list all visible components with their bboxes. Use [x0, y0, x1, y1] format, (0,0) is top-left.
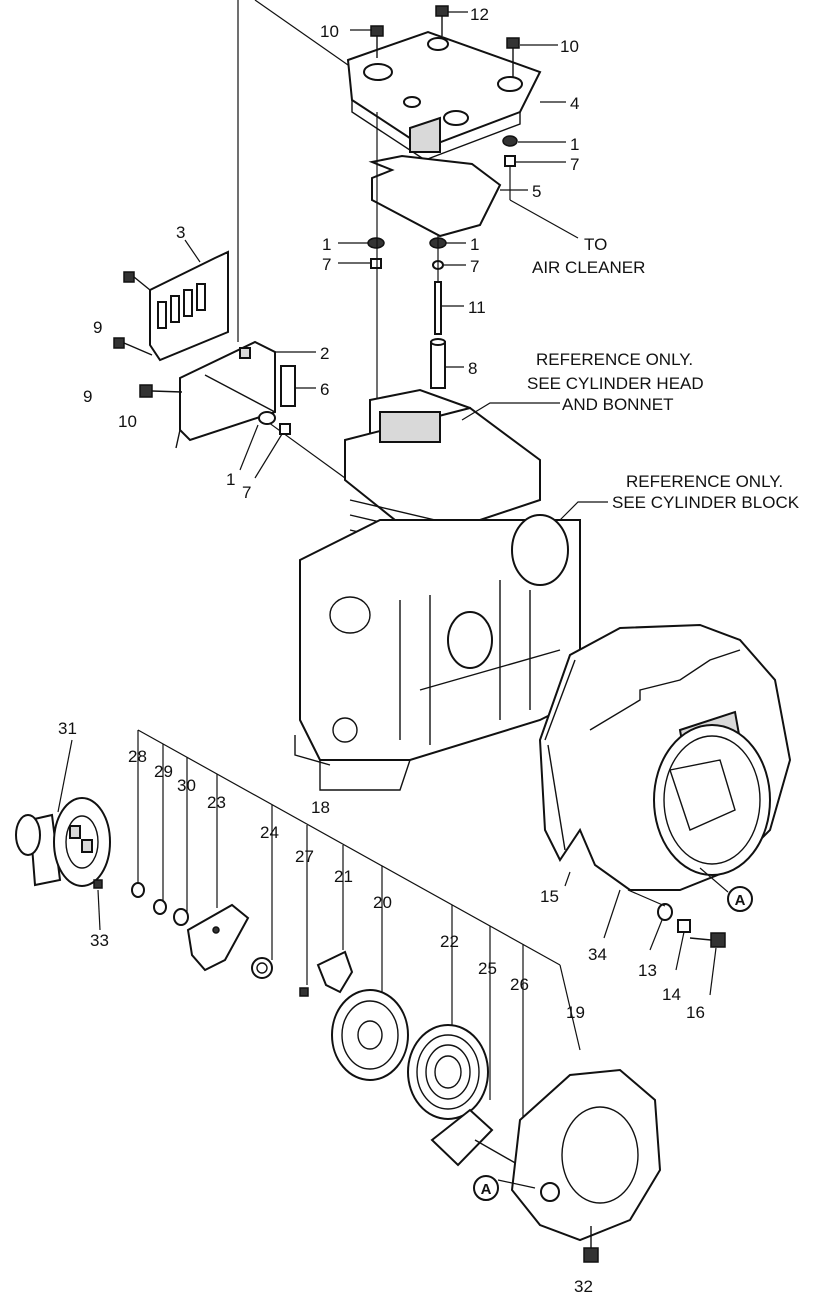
washer-13	[657, 903, 673, 921]
spacer-7-side	[279, 423, 291, 435]
pin-27	[299, 987, 309, 997]
starter-cup	[15, 797, 111, 887]
washer-1-side	[258, 411, 276, 425]
spiral-spring-22	[407, 1024, 489, 1120]
pipe-8	[430, 338, 446, 389]
ratchet-21	[316, 950, 354, 994]
label-11: 11	[468, 298, 486, 317]
starter-case-19	[510, 1068, 662, 1242]
label-15: 15	[540, 887, 559, 906]
label-8: 8	[468, 359, 477, 378]
label-7: 7	[470, 257, 479, 276]
fan-shroud	[538, 623, 792, 891]
side-cover-2	[175, 340, 276, 449]
friction-plate-23	[186, 903, 250, 972]
svg-text:A: A	[481, 1181, 492, 1198]
svg-text:REFERENCE ONLY.: REFERENCE ONLY.	[536, 350, 693, 369]
label-1: 1	[226, 470, 235, 489]
label-26: 26	[510, 975, 529, 994]
label-10: 10	[118, 412, 137, 431]
gasket	[368, 154, 502, 238]
note-reference-cylinder-head: REFERENCE ONLY. SEE CYLINDER HEAD AND BO…	[527, 350, 704, 414]
label-24: 24	[260, 823, 279, 842]
svg-text:AIR CLEANER: AIR CLEANER	[532, 258, 645, 277]
label-9: 9	[83, 387, 92, 406]
label-14: 14	[662, 985, 681, 1004]
starter-assembly-leader	[137, 729, 581, 1130]
label-25: 25	[478, 959, 497, 978]
left-cover-3	[149, 250, 229, 362]
bolt-9-lower	[113, 337, 153, 356]
stud-11	[434, 281, 442, 335]
washer-30	[173, 908, 189, 926]
label-30: 30	[177, 776, 196, 795]
label-leaders	[57, 11, 717, 996]
label-10: 10	[320, 22, 339, 41]
bolt-9-upper	[123, 271, 151, 291]
label-34: 34	[588, 945, 607, 964]
svg-text:SEE CYLINDER HEAD: SEE CYLINDER HEAD	[527, 374, 704, 393]
spring-24	[251, 957, 273, 979]
label-12: 12	[470, 5, 489, 24]
collar-14	[677, 919, 691, 933]
label-29: 29	[154, 762, 173, 781]
label-13: 13	[638, 961, 657, 980]
svg-text:AND BONNET: AND BONNET	[562, 395, 673, 414]
top-cover-plate	[346, 30, 542, 161]
nut-12	[435, 5, 449, 36]
label-7: 7	[570, 155, 579, 174]
label-10: 10	[560, 37, 579, 56]
washer-28	[131, 882, 145, 898]
label-27: 27	[295, 847, 314, 866]
bolt-16	[689, 932, 726, 948]
label-28: 28	[128, 747, 147, 766]
spacer-6	[280, 365, 296, 407]
engine-block-reference	[294, 388, 581, 791]
label-19: 19	[566, 1003, 585, 1022]
label-1: 1	[322, 235, 331, 254]
note-to-air-cleaner: TO AIR CLEANER	[532, 235, 645, 277]
washer-29	[153, 899, 167, 915]
washer-1-top-right	[502, 135, 518, 147]
bolt-10-side	[139, 384, 183, 398]
label-21: 21	[334, 867, 353, 886]
label-32: 32	[574, 1277, 593, 1296]
label-20: 20	[373, 893, 392, 912]
svg-text:TO: TO	[584, 235, 607, 254]
svg-text:SEE CYLINDER BLOCK: SEE CYLINDER BLOCK	[612, 493, 800, 512]
label-3: 3	[176, 223, 185, 242]
label-22: 22	[440, 932, 459, 951]
marker-a-fan-shroud: A	[699, 867, 753, 912]
label-6: 6	[320, 380, 329, 399]
washer-1-mid-left	[367, 237, 385, 249]
label-31: 31	[58, 719, 77, 738]
label-23: 23	[207, 793, 226, 812]
label-7: 7	[242, 483, 251, 502]
label-7: 7	[322, 255, 331, 274]
label-1: 1	[570, 135, 579, 154]
label-9: 9	[93, 318, 102, 337]
label-4: 4	[570, 94, 579, 113]
svg-text:REFERENCE ONLY.: REFERENCE ONLY.	[626, 472, 783, 491]
bolt-10-right	[506, 37, 520, 78]
part-labels: 10 12 10 4 1 7 5 1 1 7 7 11 8 3 9 9 10 2…	[58, 5, 705, 1296]
screw-33	[93, 879, 103, 889]
bolt-10-left	[370, 25, 384, 58]
label-16: 16	[686, 1003, 705, 1022]
svg-text:A: A	[735, 892, 746, 909]
spacer-7-mid-left	[370, 258, 382, 269]
label-33: 33	[90, 931, 109, 950]
label-2: 2	[320, 344, 329, 363]
label-5: 5	[532, 182, 541, 201]
label-18: 18	[311, 798, 330, 817]
note-reference-cylinder-block: REFERENCE ONLY. SEE CYLINDER BLOCK	[612, 472, 800, 512]
reel-20	[331, 989, 409, 1081]
label-1: 1	[470, 235, 479, 254]
marker-a-starter: A	[473, 1175, 536, 1201]
spacer-7-top-right	[504, 155, 516, 167]
bolt-32	[583, 1226, 599, 1263]
